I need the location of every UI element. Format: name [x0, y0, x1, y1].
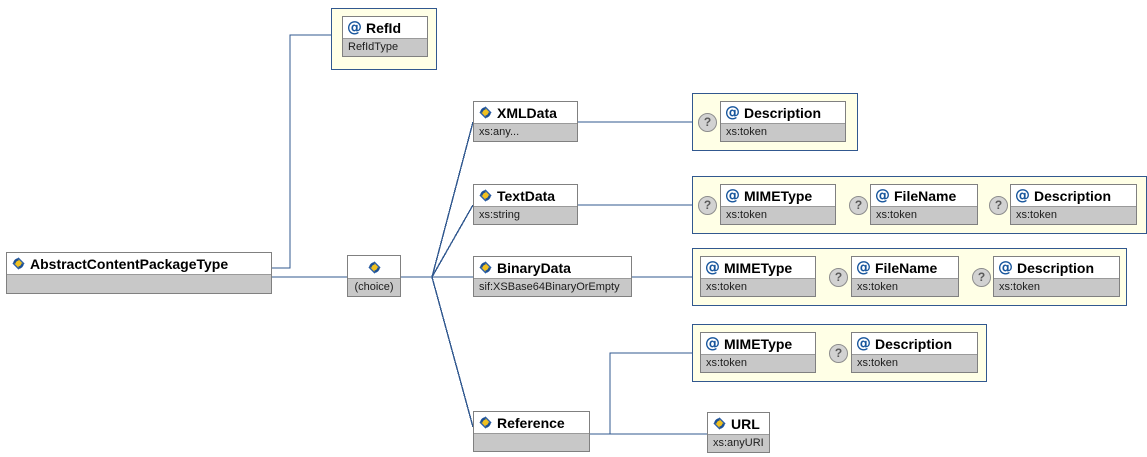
node-element-textdata[interactable]: TextData xs:string	[473, 184, 578, 225]
node-type: xs:token	[871, 206, 977, 224]
node-element-url[interactable]: URL xs:anyURI	[707, 412, 770, 453]
node-label: XMLData	[497, 104, 557, 121]
element-icon	[478, 415, 493, 430]
node-type: RefIdType	[343, 38, 427, 56]
node-type: xs:any...	[474, 123, 577, 141]
node-title: AbstractContentPackageType	[7, 253, 271, 274]
node-title: @ Description	[721, 102, 845, 123]
node-element-reference[interactable]: Reference	[473, 411, 590, 452]
node-title: @ Description	[1011, 185, 1136, 206]
element-icon	[478, 105, 493, 120]
node-label: BinaryData	[497, 259, 571, 276]
node-type: xs:token	[701, 354, 815, 372]
node-type: xs:token	[721, 123, 845, 141]
attribute-at-icon: @	[725, 186, 740, 204]
node-choice[interactable]: (choice)	[347, 255, 401, 297]
node-label: Description	[744, 104, 822, 121]
optional-marker: ?	[829, 344, 848, 363]
node-attribute-reference-mimetype[interactable]: @ MIMEType xs:token	[700, 332, 816, 373]
node-type	[474, 433, 589, 451]
node-title: @ Description	[852, 333, 977, 354]
node-type: xs:token	[852, 278, 958, 296]
attribute-at-icon: @	[1015, 186, 1030, 204]
node-attribute-reference-description[interactable]: @ Description xs:token	[851, 332, 978, 373]
node-label: MIMEType	[744, 187, 813, 204]
node-label: FileName	[875, 259, 938, 276]
choice-label: (choice)	[348, 278, 400, 296]
optional-marker: ?	[989, 196, 1008, 215]
node-attribute-textdata-filename[interactable]: @ FileName xs:token	[870, 184, 978, 225]
node-label: FileName	[894, 187, 957, 204]
node-type: xs:token	[721, 206, 835, 224]
node-type: xs:token	[701, 278, 815, 296]
optional-marker: ?	[849, 196, 868, 215]
node-type: xs:token	[852, 354, 977, 372]
node-type: xs:token	[994, 278, 1119, 296]
node-abstract-content-package-type[interactable]: AbstractContentPackageType	[6, 252, 272, 294]
node-element-binarydata[interactable]: BinaryData sif:XSBase64BinaryOrEmpty	[473, 256, 632, 297]
attribute-at-icon: @	[875, 186, 890, 204]
node-type: xs:string	[474, 206, 577, 224]
node-type: sif:XSBase64BinaryOrEmpty	[474, 278, 631, 296]
attribute-at-icon: @	[856, 334, 871, 352]
node-title: @ MIMEType	[701, 257, 815, 278]
node-label: Description	[875, 335, 953, 352]
node-label: MIMEType	[724, 259, 793, 276]
node-type: xs:token	[1011, 206, 1136, 224]
node-element-xmldata[interactable]: XMLData xs:any...	[473, 101, 578, 142]
node-label: MIMEType	[724, 335, 793, 352]
node-type: xs:anyURI	[708, 434, 769, 452]
attribute-at-icon: @	[705, 258, 720, 276]
attribute-at-icon: @	[998, 258, 1013, 276]
node-attribute-refid[interactable]: @ RefId RefIdType	[342, 16, 428, 57]
attribute-at-icon: @	[705, 334, 720, 352]
node-title: @ RefId	[343, 17, 427, 38]
node-title: @ FileName	[852, 257, 958, 278]
node-title: @ FileName	[871, 185, 977, 206]
choice-icon	[367, 260, 382, 275]
node-title: @ MIMEType	[721, 185, 835, 206]
node-title: @ MIMEType	[701, 333, 815, 354]
node-title: BinaryData	[474, 257, 631, 278]
node-attribute-textdata-mimetype[interactable]: @ MIMEType xs:token	[720, 184, 836, 225]
node-title: TextData	[474, 185, 577, 206]
node-label: TextData	[497, 187, 556, 204]
node-label: Description	[1017, 259, 1095, 276]
element-icon	[478, 260, 493, 275]
element-icon	[478, 188, 493, 203]
node-attribute-binarydata-filename[interactable]: @ FileName xs:token	[851, 256, 959, 297]
node-label: RefId	[366, 19, 401, 36]
node-title: Reference	[474, 412, 589, 433]
node-label: Reference	[497, 414, 565, 431]
node-attribute-binarydata-description[interactable]: @ Description xs:token	[993, 256, 1120, 297]
node-label: AbstractContentPackageType	[30, 255, 229, 272]
node-label: URL	[731, 415, 760, 432]
optional-marker: ?	[698, 196, 717, 215]
node-attribute-xmldata-description[interactable]: @ Description xs:token	[720, 101, 846, 142]
optional-marker: ?	[972, 268, 991, 287]
attribute-at-icon: @	[856, 258, 871, 276]
node-type	[7, 274, 271, 293]
node-attribute-binarydata-mimetype[interactable]: @ MIMEType xs:token	[700, 256, 816, 297]
optional-marker: ?	[829, 268, 848, 287]
attribute-at-icon: @	[725, 103, 740, 121]
choice-icon-wrap	[348, 256, 400, 278]
node-title: URL	[708, 413, 769, 434]
node-label: Description	[1034, 187, 1112, 204]
node-title: XMLData	[474, 102, 577, 123]
attribute-at-icon: @	[347, 18, 362, 36]
node-attribute-textdata-description[interactable]: @ Description xs:token	[1010, 184, 1137, 225]
optional-marker: ?	[698, 113, 717, 132]
element-icon	[11, 256, 26, 271]
node-title: @ Description	[994, 257, 1119, 278]
element-icon	[712, 416, 727, 431]
